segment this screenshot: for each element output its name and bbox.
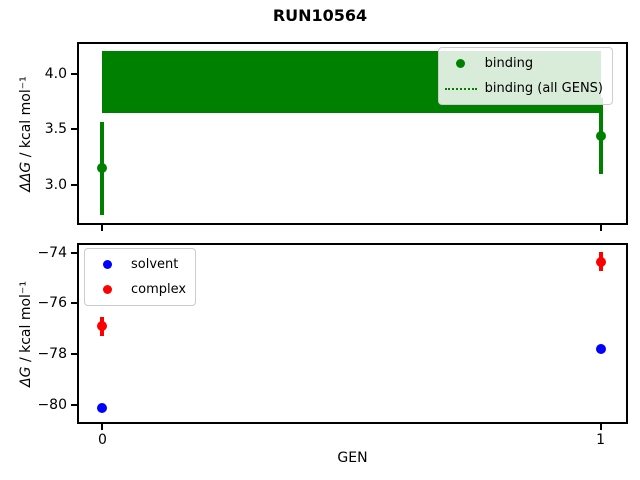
data-point-marker — [97, 402, 108, 413]
data-point-marker — [97, 321, 108, 332]
legend-bottom: solvent complex — [84, 248, 197, 306]
x-tick-label: 1 — [596, 432, 606, 448]
y-tick — [71, 128, 77, 131]
figure-title: RUN10564 — [272, 6, 368, 25]
x-tick — [101, 424, 104, 430]
legend-label: binding — [484, 55, 534, 71]
y-axis-label-bottom-units: / kcal mol⁻¹ — [18, 281, 34, 367]
legend-row: complex — [91, 277, 186, 302]
y-tick-label: 4.0 — [44, 65, 67, 82]
y-tick-label: −76 — [37, 295, 67, 312]
y-tick — [71, 302, 77, 305]
legend-row: solvent — [91, 252, 186, 277]
bottom-axes — [77, 243, 628, 424]
y-tick-label: −78 — [37, 346, 67, 363]
data-point-marker — [595, 130, 606, 141]
legend-dot-icon — [91, 285, 123, 294]
legend-row: binding (all GENS) — [444, 76, 603, 101]
legend-dot-icon — [91, 260, 123, 269]
legend-label: binding (all GENS) — [484, 80, 603, 96]
data-point-marker — [97, 163, 108, 174]
data-point-marker — [595, 344, 606, 355]
y-tick — [71, 183, 77, 186]
y-tick — [71, 72, 77, 75]
legend-dot-icon — [445, 59, 477, 68]
y-tick-label: −74 — [37, 244, 67, 261]
legend-row: binding — [445, 51, 603, 76]
top-axes — [77, 42, 628, 225]
y-tick — [71, 404, 77, 407]
legend-top: binding binding (all GENS) — [437, 47, 613, 105]
data-point-marker — [595, 256, 606, 267]
y-axis-label-top: ΔΔG / kcal mol⁻¹ — [18, 76, 34, 191]
y-tick-label: 3.0 — [44, 176, 67, 193]
x-tick — [101, 225, 104, 231]
x-tick — [599, 225, 602, 231]
y-tick — [71, 251, 77, 254]
y-tick — [71, 353, 77, 356]
x-tick-label: 0 — [97, 432, 107, 448]
y-axis-label-top-variable: ΔΔG — [18, 161, 34, 192]
y-axis-label-bottom: ΔG / kcal mol⁻¹ — [18, 281, 34, 387]
y-tick-label: 3.5 — [44, 121, 67, 138]
y-tick-label: −80 — [37, 397, 67, 414]
x-axis-label: GEN — [337, 450, 368, 466]
y-axis-label-bottom-variable: ΔG — [18, 366, 34, 387]
x-tick — [599, 424, 602, 430]
legend-dotted-line-icon — [444, 87, 477, 90]
legend-label: solvent — [131, 256, 179, 272]
legend-label: complex — [131, 281, 187, 297]
y-axis-label-top-units: / kcal mol⁻¹ — [18, 76, 34, 162]
